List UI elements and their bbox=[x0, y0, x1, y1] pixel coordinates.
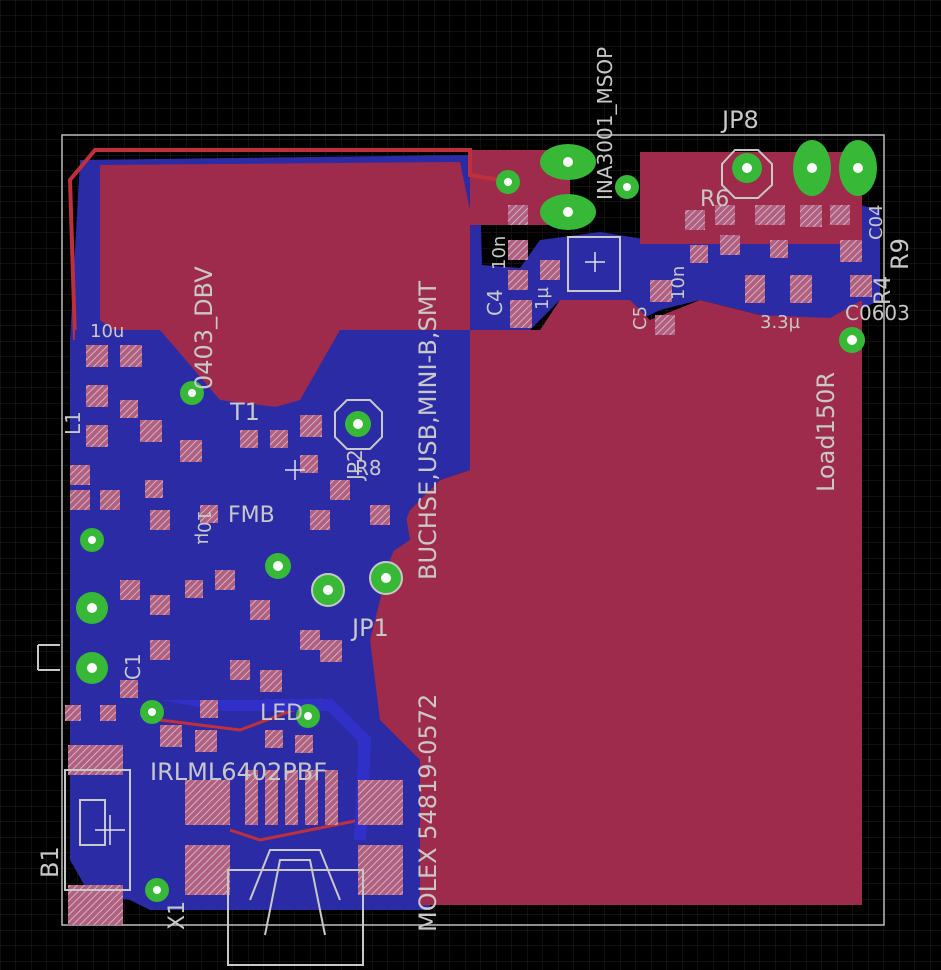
label-c1u-top: 1µ bbox=[532, 287, 553, 310]
jp1-connector[interactable] bbox=[311, 561, 403, 607]
battery-pins[interactable] bbox=[76, 592, 108, 684]
label-l1: L1 bbox=[61, 411, 85, 435]
usb-connector-outline bbox=[227, 849, 364, 966]
label-x1: X1 bbox=[165, 901, 190, 930]
label-c10n-b: 10n bbox=[668, 266, 689, 300]
label-b1: B1 bbox=[36, 846, 64, 878]
label-led: LED bbox=[260, 701, 303, 726]
label-jp2: JP2 bbox=[343, 449, 367, 482]
battery-connector-outline bbox=[37, 644, 131, 891]
vias bbox=[80, 170, 865, 902]
label-msop: INA3001_MSOP bbox=[593, 47, 617, 200]
label-usb: BUCHSE,USB,MINI-B,SMT bbox=[414, 281, 442, 580]
ina3001-ic-outline bbox=[567, 236, 621, 292]
board-outline bbox=[61, 134, 885, 926]
jp8-connector[interactable] bbox=[721, 140, 877, 199]
origin-markers bbox=[95, 252, 605, 845]
label-c4: C4 bbox=[483, 289, 507, 316]
label-10u: 10u bbox=[90, 321, 124, 342]
label-fmb: FMB bbox=[228, 503, 275, 528]
label-c1: C1 bbox=[121, 653, 145, 680]
perimeter-trace bbox=[67, 148, 501, 341]
label-10u-b: 10µ bbox=[193, 510, 214, 545]
label-irlml: IRLML6402PBF bbox=[150, 758, 327, 786]
label-c5: C5 bbox=[630, 306, 651, 330]
label-t1: T1 bbox=[229, 398, 260, 426]
label-r9: R9 bbox=[886, 238, 914, 270]
label-r8: R8 bbox=[355, 456, 382, 480]
label-jp1: JP1 bbox=[350, 614, 389, 642]
label-jp8: JP8 bbox=[720, 106, 759, 134]
label-dbv: 0403_DBV bbox=[190, 266, 218, 390]
top-copper-pour bbox=[100, 162, 862, 905]
label-r4: R4 bbox=[871, 276, 896, 305]
label-load: Load150R bbox=[812, 372, 840, 492]
label-3u3: 3.3µ bbox=[760, 312, 801, 333]
jp2-connector[interactable] bbox=[334, 399, 383, 450]
label-c0603: C0603 bbox=[845, 301, 910, 325]
label-r6: R6 bbox=[700, 187, 729, 212]
label-c04: C04 bbox=[866, 205, 887, 240]
msop-header[interactable] bbox=[540, 144, 596, 230]
label-c10n: 10n bbox=[489, 236, 510, 270]
label-molex: MOLEX 54819-0572 bbox=[414, 694, 442, 932]
